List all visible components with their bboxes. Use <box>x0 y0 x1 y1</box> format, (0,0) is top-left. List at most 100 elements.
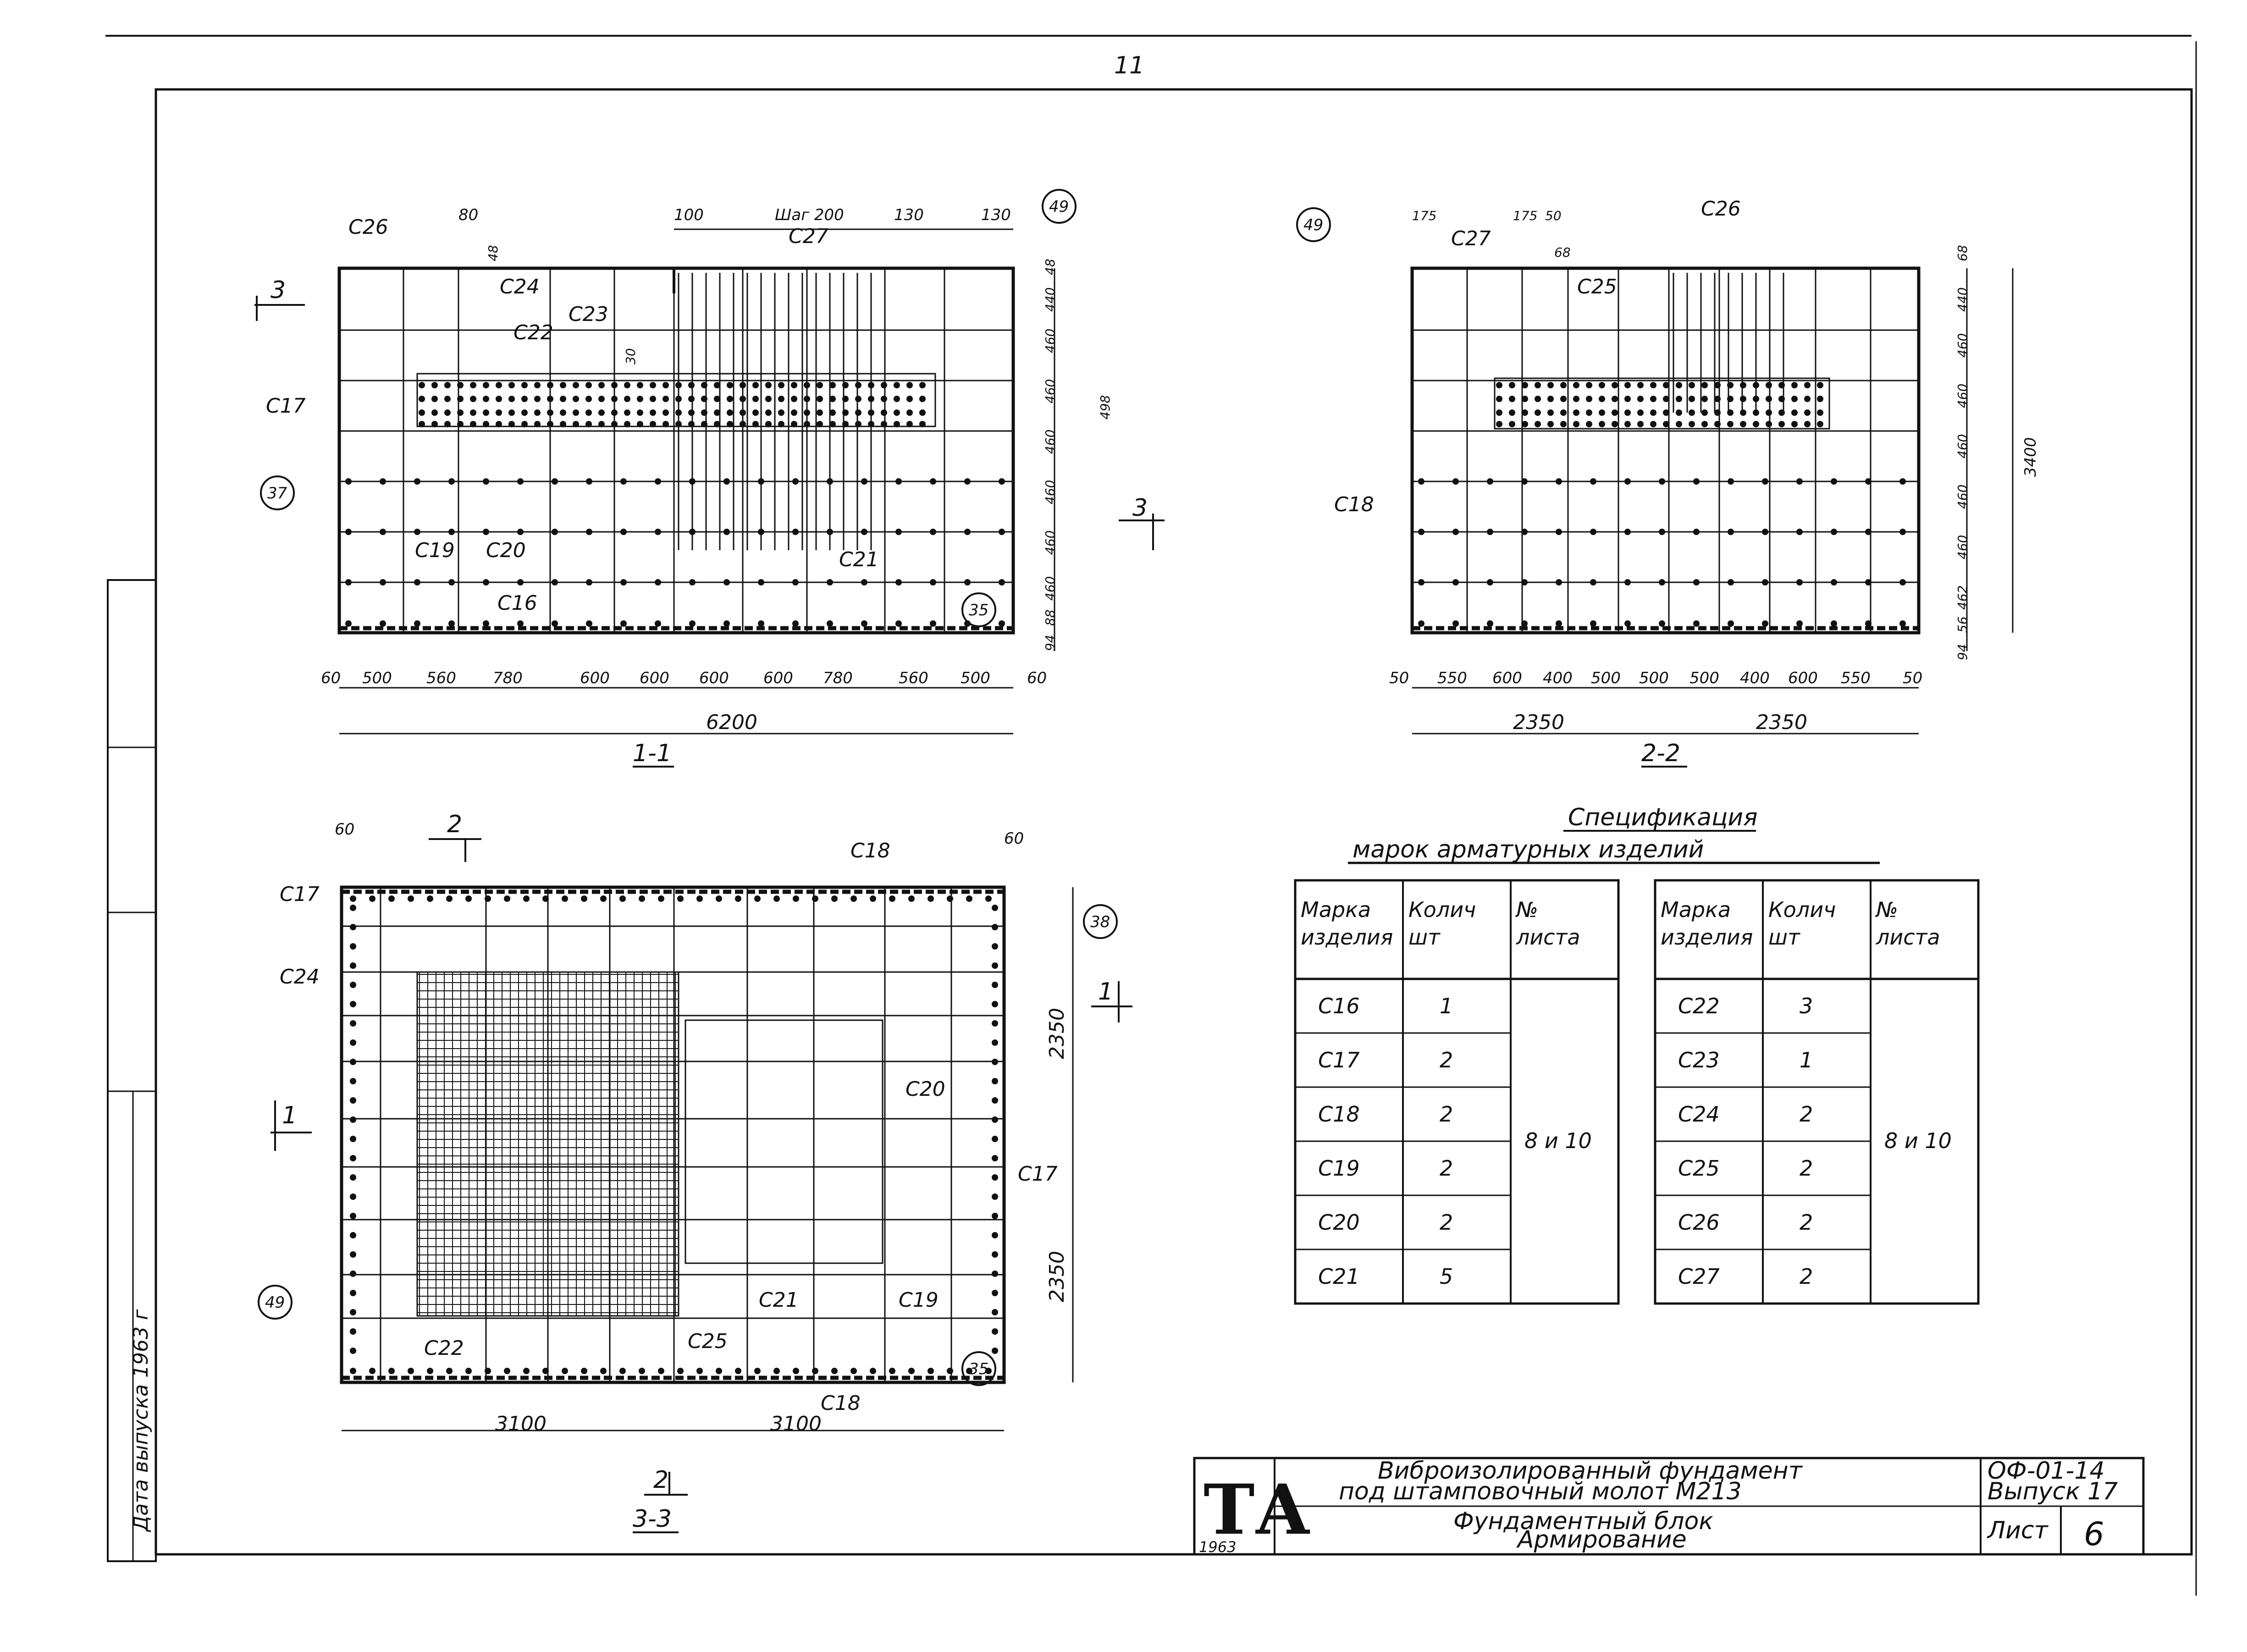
dim-2-2-right: 460 <box>1955 535 1970 559</box>
dim-1-1-bottom: 600 <box>763 669 793 687</box>
dim-2-2-bottom: 400 <box>1740 669 1770 687</box>
spec-title-2: марок арматурных изделий <box>1353 836 1704 863</box>
dim-3-3-top-right: 60 <box>1004 829 1024 848</box>
cut-3-right: 3 <box>1132 494 1148 522</box>
section-label-3-3: 3-3 <box>633 1505 672 1533</box>
callout-number: 35 <box>969 1360 988 1378</box>
dim-2-2-bottom: 600 <box>1788 669 1818 687</box>
doc-code: ОФ-01-14 <box>1988 1457 2105 1485</box>
cut-2-bottom: 2 <box>653 1466 668 1494</box>
overall-dim-1-1: 6200 <box>706 711 757 734</box>
dim-2-2-right: 462 <box>1955 586 1970 610</box>
spec-mark: С16 <box>1318 994 1360 1018</box>
view-3-3-outline <box>340 885 1006 1384</box>
dim-1-1-top: 100 <box>674 206 704 224</box>
dim-1-1-bottom: 60 <box>321 669 341 687</box>
mark-2-2: С25 <box>1577 275 1617 298</box>
dim-2-2-right: 68 <box>1955 245 1970 261</box>
mark-1-1: С27 <box>789 225 828 248</box>
spec-qty: 2 <box>1800 1102 1813 1127</box>
spec-header: листа <box>1516 925 1580 950</box>
dim-1-1-right: 460 <box>1043 430 1058 454</box>
dim-1-1-side: 498 <box>1098 395 1113 420</box>
spec-qty: 2 <box>1800 1210 1813 1235</box>
mark-3-3: С19 <box>899 1288 939 1312</box>
dim-1-1-small: 48 <box>486 245 501 261</box>
section-label-1-1: 1-1 <box>633 740 672 767</box>
spec-header: изделия <box>1301 925 1393 950</box>
mark-1-1: С20 <box>486 539 526 562</box>
mark-1-1: С22 <box>513 321 553 344</box>
spec-qty: 1 <box>1800 1048 1813 1072</box>
callout-number: 38 <box>1090 913 1110 931</box>
view-1-1 <box>337 228 1055 735</box>
spec-header: листа <box>1876 925 1940 950</box>
spec-qty: 2 <box>1800 1156 1813 1181</box>
dim-1-1-right: 460 <box>1043 379 1058 403</box>
half-dim-2-2-left: 2350 <box>1513 711 1564 734</box>
dim-2-2-bottom: 50 <box>1903 669 1922 687</box>
side-stamp-text: Дата выпуска 1963 г <box>129 1309 153 1532</box>
spec-qty: 3 <box>1800 994 1813 1018</box>
dim-1-1-top: 130 <box>981 206 1011 224</box>
mark-3-3: С20 <box>905 1077 945 1101</box>
mark-2-2: С27 <box>1451 227 1491 250</box>
spec-mark: С26 <box>1678 1210 1720 1235</box>
spec-qty: 2 <box>1440 1210 1453 1235</box>
callout-number: 49 <box>1303 216 1323 234</box>
mark-3-3: С18 <box>821 1392 861 1415</box>
view-2-2-outline <box>1410 266 1921 635</box>
callout-bubble <box>1042 189 1077 224</box>
mark-3-3: С22 <box>424 1337 464 1360</box>
mark-2-2: С26 <box>1701 197 1741 221</box>
dim-1-1-bottom: 560 <box>426 669 456 687</box>
mark-2-2: С18 <box>1334 493 1374 516</box>
spec-mark: С23 <box>1678 1048 1720 1072</box>
cut-3-left: 3 <box>271 276 286 304</box>
spec-mark: С22 <box>1678 994 1720 1018</box>
dim-2-2-right: 94 <box>1955 644 1970 660</box>
spec-header: № <box>1875 897 1898 922</box>
mark-1-1: С24 <box>500 275 540 298</box>
dim-1-1-top: 80 <box>458 206 478 224</box>
dim-2-2-top: 50 <box>1545 208 1562 223</box>
callout-bubble <box>258 1285 293 1320</box>
mark-3-3: С24 <box>280 965 320 989</box>
mark-3-3: С17 <box>280 883 320 906</box>
spec-qty: 2 <box>1440 1102 1453 1127</box>
dim-1-1-small: 30 <box>623 348 638 365</box>
dim-1-1-right: 460 <box>1043 480 1058 504</box>
dim-1-1-right: 460 <box>1043 530 1058 555</box>
spec-header: шт <box>1768 925 1800 950</box>
callout-bubble <box>1296 207 1331 242</box>
section-label-2-2: 2-2 <box>1641 740 1680 767</box>
dim-1-1-bottom: 500 <box>961 669 990 687</box>
callout-number: 35 <box>969 601 988 619</box>
spec-mark: С27 <box>1678 1264 1720 1289</box>
callout-bubble <box>260 475 295 510</box>
mark-3-3: С18 <box>850 839 890 862</box>
issue-number: Выпуск 17 <box>1988 1478 2118 1505</box>
ta-logo: ТА <box>1204 1470 1311 1550</box>
spec-header: Колич <box>1408 897 1476 922</box>
dim-2-2-bottom: 500 <box>1689 669 1719 687</box>
dim-2-2-right: 460 <box>1955 485 1970 509</box>
title-year: 1963 <box>1199 1538 1236 1556</box>
page-number: 11 <box>1114 52 1144 79</box>
dim-2-2-right: 460 <box>1955 384 1970 408</box>
callout-number: 37 <box>267 484 287 503</box>
sheet-label: Лист <box>1987 1517 2048 1544</box>
dim-1-1-top: Шаг 200 <box>775 206 844 224</box>
view-2-2 <box>1410 266 2014 735</box>
title-block: ТА 1963 Виброизолированный фундамент под… <box>1193 1457 2145 1556</box>
spec-mark: С17 <box>1318 1048 1360 1072</box>
spec-sheet-ref: 8 и 10 <box>1884 1128 1952 1153</box>
spec-mark: С18 <box>1318 1102 1360 1127</box>
dim-2-2-bottom: 600 <box>1492 669 1522 687</box>
dim-1-1-bottom: 500 <box>362 669 392 687</box>
spec-mark: С20 <box>1318 1210 1360 1235</box>
cut-1-right: 1 <box>1098 978 1113 1006</box>
